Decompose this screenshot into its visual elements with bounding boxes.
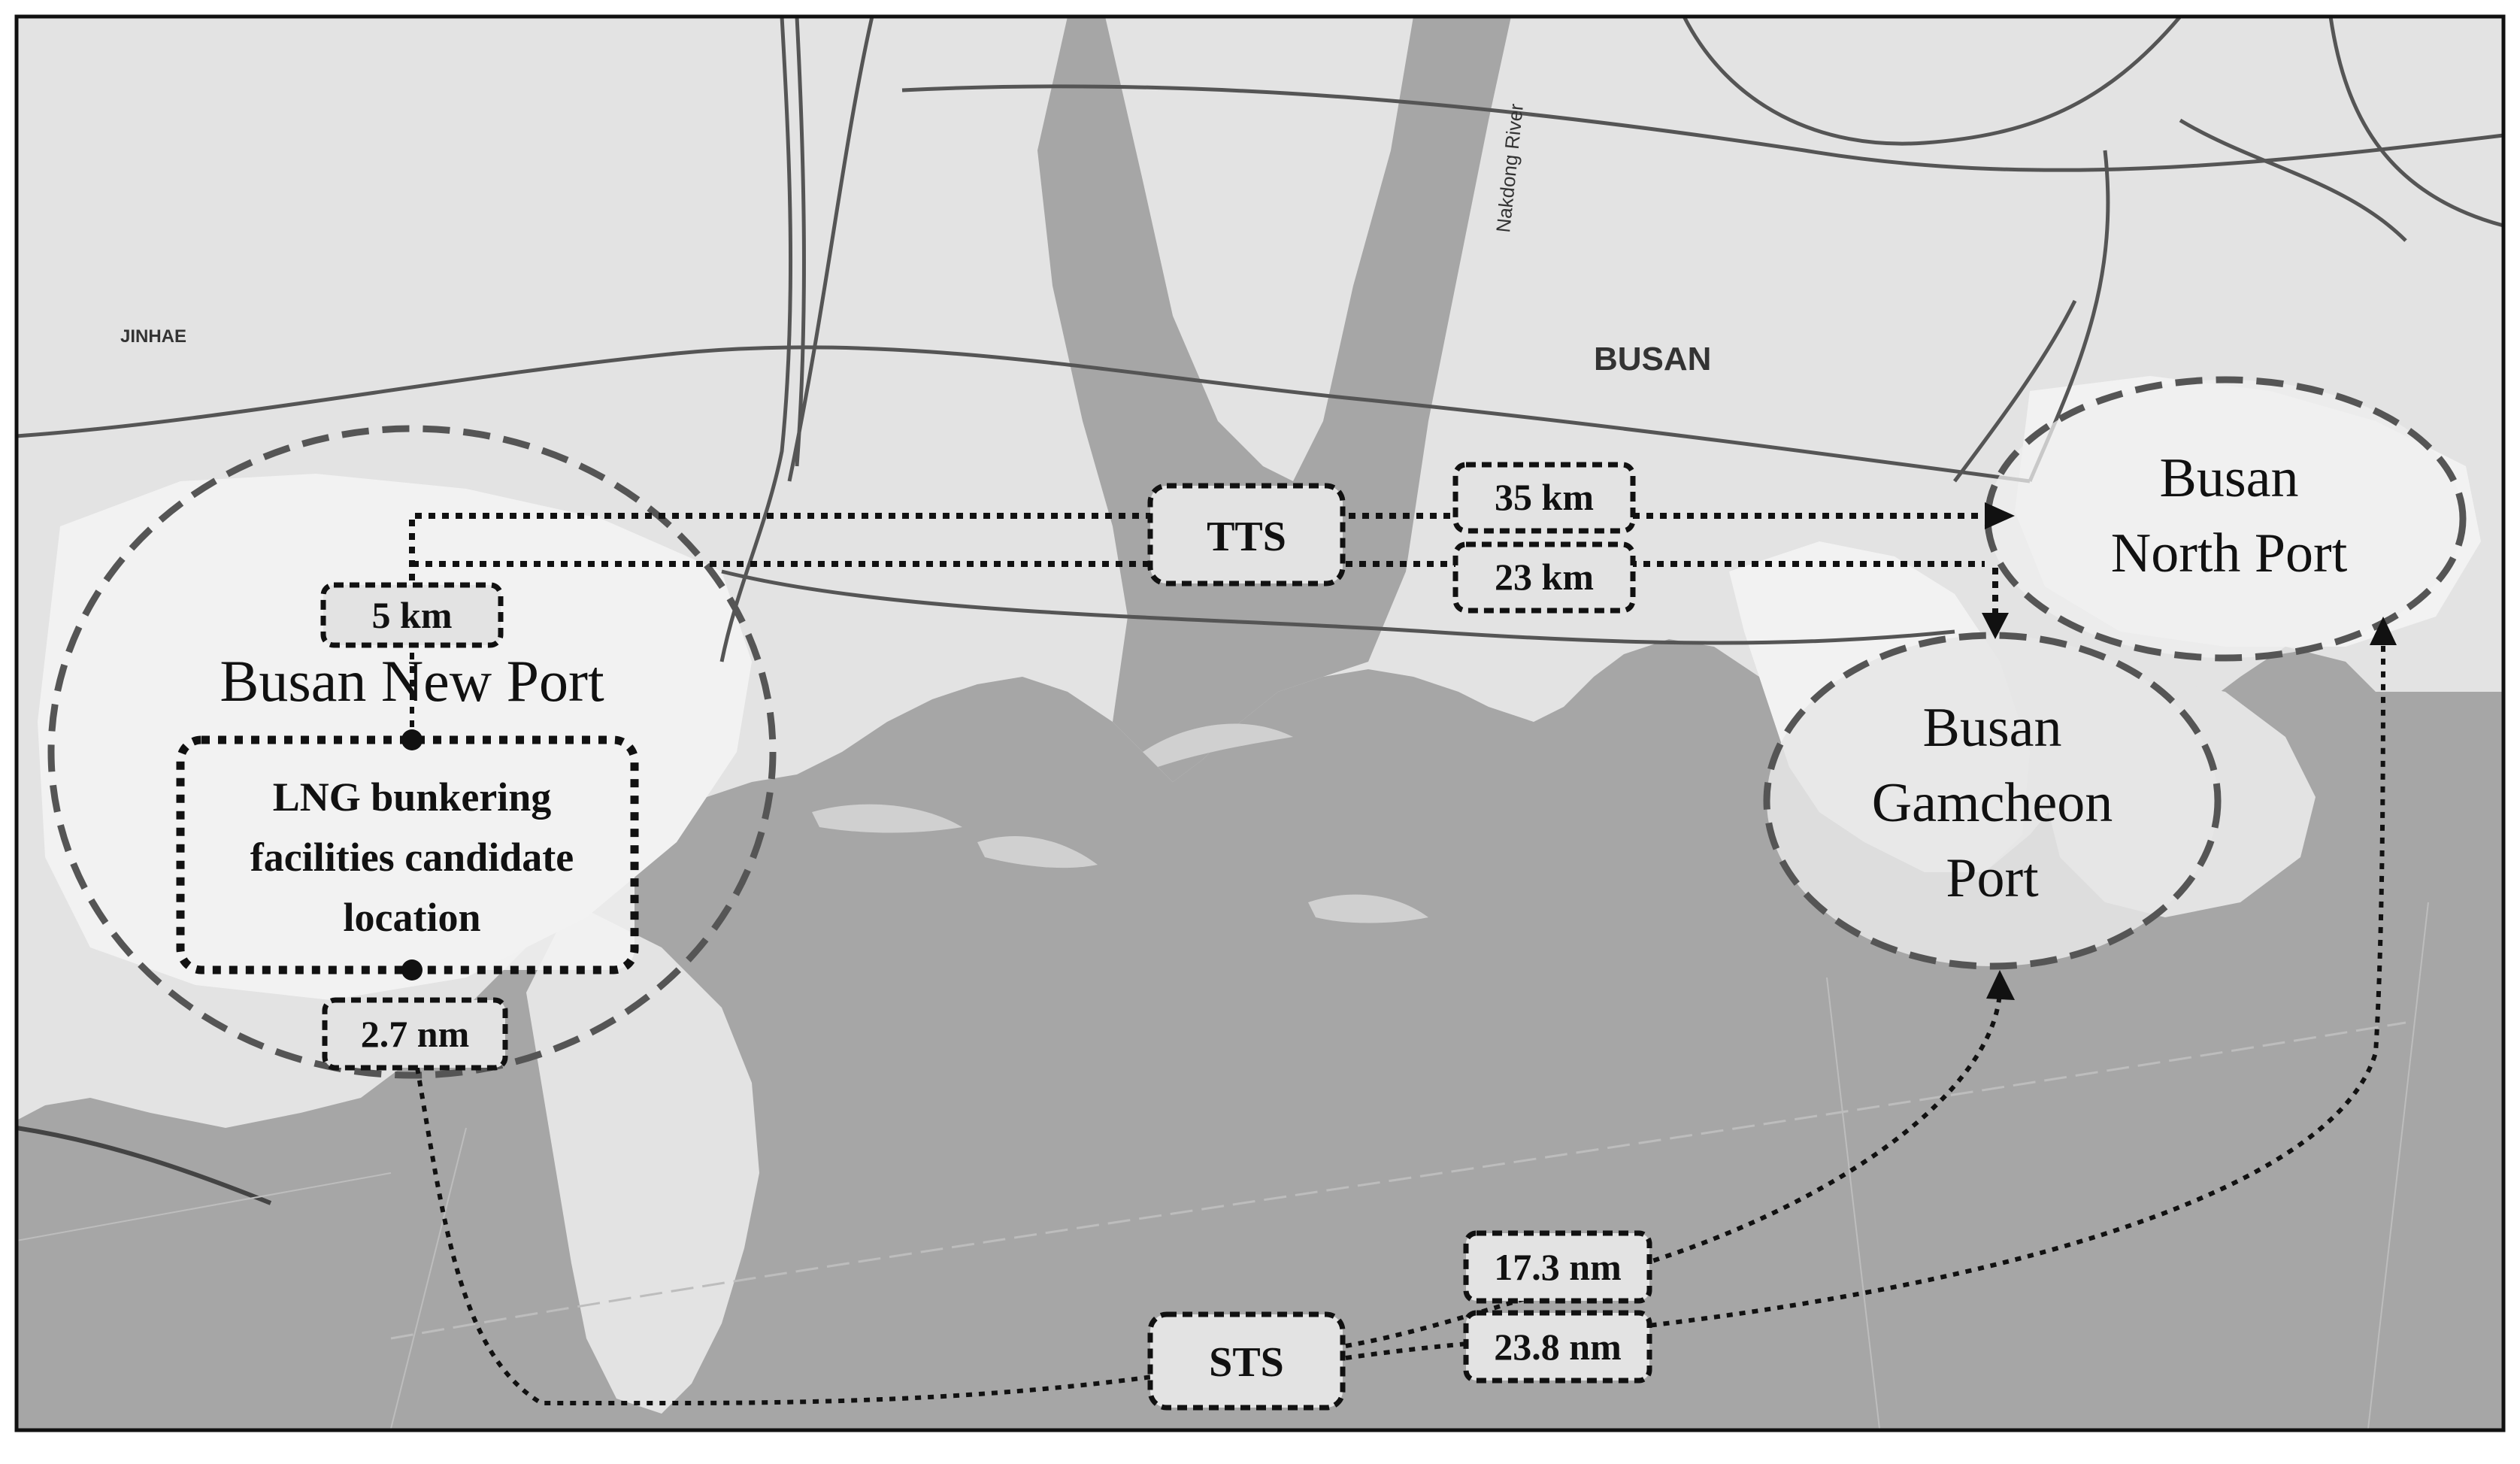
candidate-line1: LNG bunkering xyxy=(273,774,552,820)
svg-text:23.8 nm: 23.8 nm xyxy=(1494,1326,1621,1368)
label-sts: STS xyxy=(1147,1311,1346,1411)
north-port-label-line1: Busan xyxy=(2160,447,2299,509)
coastal-road xyxy=(16,1126,272,1205)
sandbar-4 xyxy=(977,835,1098,868)
map-border xyxy=(14,14,2506,1432)
sandbar-2 xyxy=(812,804,962,833)
label-2-7nm: 2.7 nm xyxy=(322,997,508,1071)
svg-text:23 km: 23 km xyxy=(1495,556,1594,598)
svg-text:35 km: 35 km xyxy=(1495,476,1594,518)
gamcheon-label-line2: Gamcheon xyxy=(1872,772,2113,834)
candidate-bottom-dot xyxy=(401,959,423,981)
sandbar-1 xyxy=(1143,723,1293,767)
svg-text:TTS: TTS xyxy=(1207,514,1286,560)
new-port-circle xyxy=(47,425,777,1079)
sea-lanes xyxy=(390,1021,2406,1340)
label-23-8nm: 23.8 nm xyxy=(1463,1310,1652,1384)
busan-label: BUSAN xyxy=(1594,341,1711,377)
jinhae-label: JINHAE xyxy=(120,326,186,347)
candidate-top-dot xyxy=(401,729,423,750)
tts-arrow-north xyxy=(1985,502,2015,529)
north-port-circle xyxy=(1984,376,2467,662)
sts-arrow-gamcheon xyxy=(1986,970,2015,1000)
candidate-line3: location xyxy=(344,895,481,940)
label-23km: 23 km xyxy=(1452,541,1636,614)
label-5km: 5 km xyxy=(320,582,504,648)
gamcheon-label-line3: Port xyxy=(1946,847,2039,909)
svg-text:STS: STS xyxy=(1209,1339,1284,1386)
label-tts: TTS xyxy=(1147,483,1346,587)
label-35km: 35 km xyxy=(1452,462,1636,534)
gamcheon-port-circle xyxy=(1763,632,2222,970)
new-port-label: Busan New Port xyxy=(220,648,604,714)
svg-text:17.3 nm: 17.3 nm xyxy=(1494,1246,1621,1288)
tts-arrow-gamcheon xyxy=(1982,613,2009,639)
sandbar-3 xyxy=(1308,894,1428,923)
svg-text:2.7 nm: 2.7 nm xyxy=(361,1013,469,1055)
nakdong-river xyxy=(1037,17,1511,782)
gadeok-island xyxy=(526,902,759,1414)
svg-text:5 km: 5 km xyxy=(372,594,453,636)
gamcheon-label-line1: Busan xyxy=(1923,697,2062,759)
candidate-line2: facilities candidate xyxy=(250,835,574,880)
sea-grid xyxy=(16,902,2429,1429)
sts-arrow-north xyxy=(2370,617,2397,645)
north-port-label-line2: North Port xyxy=(2111,523,2348,584)
label-17-3nm: 17.3 nm xyxy=(1463,1230,1652,1304)
sts-routes xyxy=(415,638,2385,1405)
